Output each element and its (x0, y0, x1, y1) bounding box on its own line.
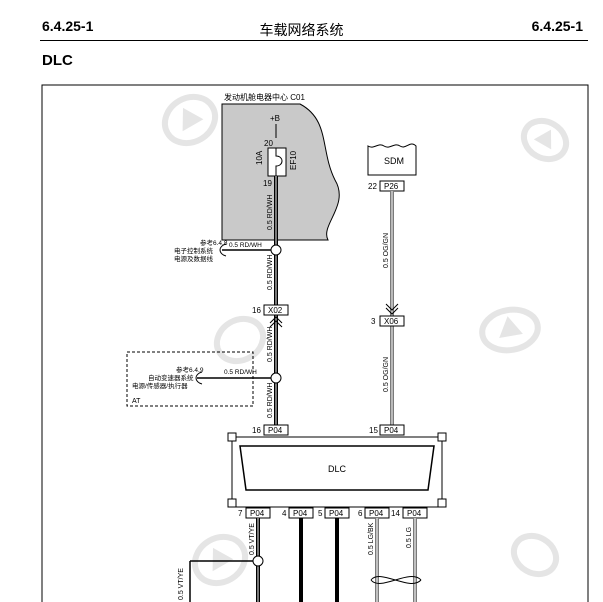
splice-3 (252, 555, 264, 567)
p04-b4-pin: 4 (282, 509, 287, 518)
page-header-title: 车载网络系统 (259, 22, 344, 38)
watermark-logo-5 (191, 533, 249, 587)
watermark-logo-3 (479, 306, 541, 354)
ref2-line2: 自动变速器系统 (148, 373, 194, 382)
dlc-label: DLC (328, 464, 347, 474)
x02-pin: 16 (252, 306, 261, 315)
dlc-corner-bl (227, 498, 237, 508)
watermark-logo-2 (520, 117, 570, 163)
dlc-corner-tl (227, 432, 237, 442)
x02-arrow (269, 316, 283, 328)
wire-label-vtye-b: 0.5 VT/YE (178, 568, 185, 600)
wire-label-w1: 0.5 RD/WH (267, 195, 274, 230)
x02-box (263, 304, 289, 316)
p04-top-right-pin: 15 (369, 426, 378, 435)
diagram-frame (41, 84, 589, 602)
p04-b4-name: P04 (293, 509, 308, 518)
ref2-line3: 电源/传感器/执行器 (132, 381, 188, 390)
wire-label-vtye-a: 0.5 VT/YE (249, 523, 256, 555)
section-title: DLC (42, 52, 73, 69)
wire-label-w3: 0.5 RD/WH (267, 327, 274, 362)
p04-top-left-box (263, 424, 289, 436)
fuse-element (267, 147, 287, 177)
at-option-box (126, 351, 254, 407)
p04-b14-pin: 14 (391, 509, 400, 518)
wire-label-lg: 0.5 LG (406, 527, 413, 548)
sdm-body (367, 143, 417, 176)
sdm-label: SDM (384, 156, 404, 166)
ref1-line3: 电源及数据线 (174, 254, 214, 263)
at-label: AT (132, 398, 141, 405)
dlc-connector-shape (239, 445, 435, 491)
page-code-right: 6.4.25-1 (531, 18, 583, 34)
p26-pin: 22 (368, 182, 377, 191)
p04-top-left-name: P04 (268, 426, 283, 435)
wire-label-sdm2: 0.5 OG/GN (383, 357, 390, 392)
dlc-corner-tr (437, 432, 447, 442)
ref2-line1: 参考6.4.9 (176, 365, 204, 374)
x06-arrow (385, 303, 399, 315)
watermark-logo-4 (213, 315, 267, 365)
ref1-bracket (219, 243, 227, 257)
fuse-pin-top: 20 (264, 139, 273, 148)
dlc-corner-br (437, 498, 447, 508)
p04-b5-pin: 5 (318, 509, 323, 518)
wire-label-sdm1: 0.5 OG/GN (383, 233, 390, 268)
fuse-pin-bottom: 19 (263, 179, 272, 188)
watermark-group (161, 93, 570, 587)
p04-top-right-name: P04 (384, 426, 399, 435)
page-code-left: 6.4.25-1 (42, 18, 94, 34)
fuse-rating: 10A (255, 150, 264, 165)
p04-b6-pin: 6 (358, 509, 363, 518)
ref1-wire-label: 0.5 RD/WH (229, 242, 262, 249)
fuse-symbol (275, 148, 283, 176)
p04-top-right-box (379, 424, 405, 436)
fuse-supply-label: +B (270, 114, 280, 123)
wire-label-w2: 0.5 RD/WH (267, 255, 274, 290)
splice-1 (270, 244, 282, 256)
x06-name: X06 (384, 317, 399, 326)
x02-name: X02 (268, 306, 283, 315)
p04-b6-name: P04 (369, 509, 384, 518)
p26-name: P26 (384, 182, 399, 191)
fuse-box-title: 发动机舱电器中心 C01 (224, 92, 305, 102)
x06-pin: 3 (371, 317, 376, 326)
p04-b7-pin: 7 (238, 509, 243, 518)
wire-label-w4: 0.5 RD/WH (267, 383, 274, 418)
wire-label-lgbk: 0.5 LG/BK (368, 522, 375, 555)
header-rule (40, 40, 588, 41)
watermark-logo-6 (510, 532, 560, 578)
ref2-bracket (195, 371, 203, 385)
p04-b14-name: P04 (407, 509, 422, 518)
x06-box (379, 315, 405, 327)
ref2-wire-label: 0.5 RD/WH (224, 369, 257, 376)
ref1-line2: 电子控制系统 (174, 246, 214, 255)
p04-b5-name: P04 (329, 509, 344, 518)
splice-2 (270, 372, 282, 384)
twisted-pair-symbol (370, 576, 422, 584)
watermark-logo-1 (161, 93, 219, 147)
fuse-id: EF10 (289, 150, 298, 170)
ref1-line1: 参考6.4.8 (200, 238, 228, 247)
p04-b7-name: P04 (250, 509, 265, 518)
dlc-frame (231, 436, 443, 508)
p04-top-left-pin: 16 (252, 426, 261, 435)
